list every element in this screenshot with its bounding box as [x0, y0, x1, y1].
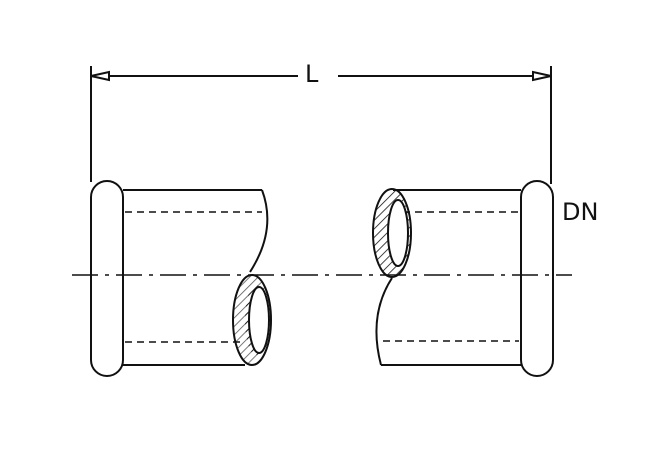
right-fitting	[372, 180, 554, 377]
right-break-lower	[375, 277, 393, 366]
length-label: L	[305, 60, 319, 88]
left-bead	[90, 180, 124, 377]
nominal-diameter-label: DN	[562, 198, 599, 226]
left-break-upper	[249, 189, 269, 273]
left-cut-bore	[248, 286, 270, 354]
left-fitting	[90, 180, 272, 377]
arrowhead-left	[90, 70, 110, 82]
right-cut-bore	[387, 199, 409, 267]
right-bead	[520, 180, 554, 377]
length-dimension	[90, 66, 552, 184]
arrowhead-right	[532, 70, 552, 82]
